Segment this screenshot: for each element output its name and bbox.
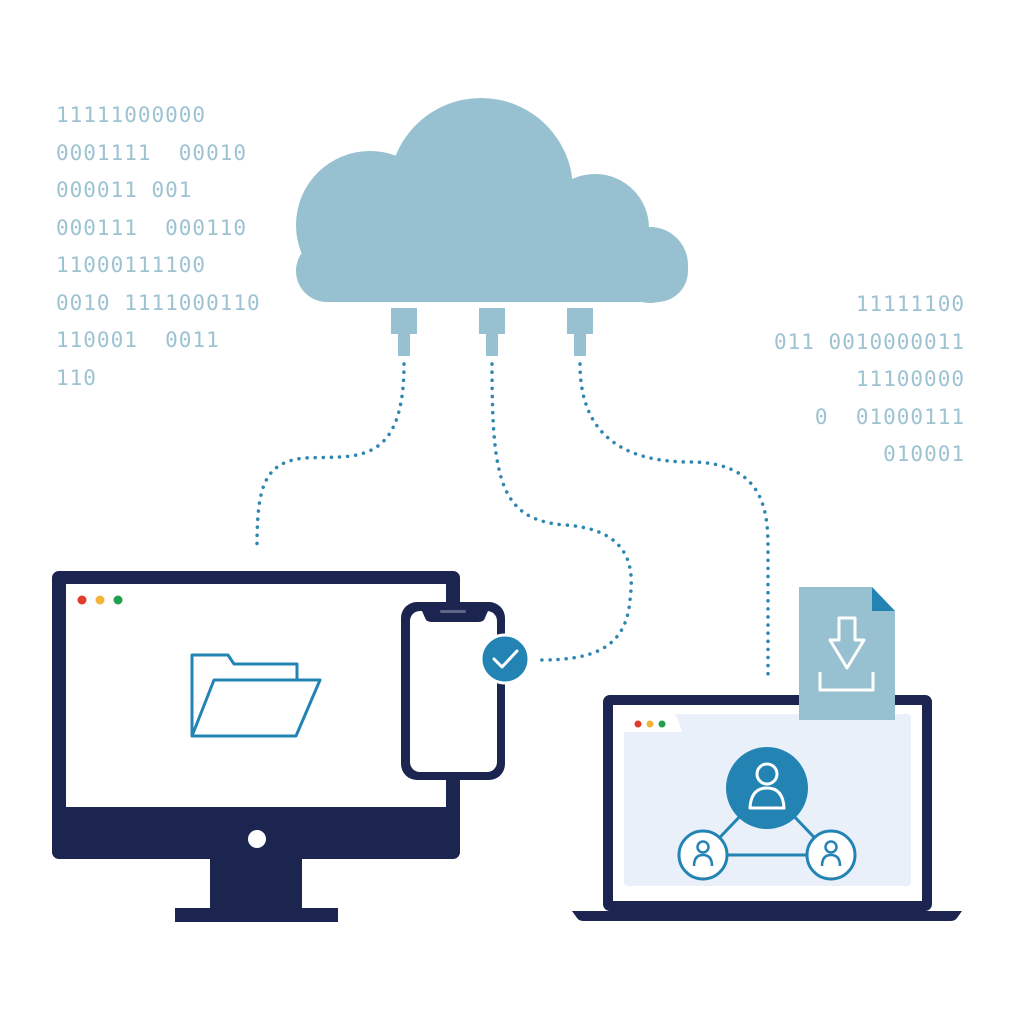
laptop-base: [572, 911, 962, 921]
binary-line: 0010 1111000110: [56, 290, 261, 315]
monitor-base: [175, 908, 338, 922]
binary-line: 11100000: [855, 367, 965, 391]
window-maximize-dot: [658, 720, 666, 728]
window-minimize-dot: [646, 720, 654, 728]
window-close-dot: [634, 720, 642, 728]
window-maximize-dot: [113, 595, 123, 605]
binary-line: 110: [56, 365, 97, 390]
smartphone: [401, 602, 505, 780]
binary-code-left: 11111000000 0001111 00010 000011 001 000111…: [56, 97, 261, 397]
binary-line: 11000111100: [56, 253, 207, 277]
phone-notch: [422, 611, 488, 622]
connection-line-phone: [490, 362, 633, 662]
download-document-icon: [799, 587, 895, 720]
binary-code-right: 11111100 011 0010000011 11100000 0 01000111…: [774, 286, 965, 474]
binary-line: 11111100: [855, 292, 965, 316]
connection-line-desktop: [255, 362, 406, 552]
connection-line-laptop: [578, 362, 770, 682]
monitor-neck: [210, 858, 302, 910]
binary-line: 011 0010000011: [773, 329, 965, 354]
binary-line: 010001: [883, 442, 965, 466]
binary-line: 000111 000110: [56, 215, 248, 240]
open-folder-icon: [190, 653, 322, 738]
window-close-dot: [77, 595, 87, 605]
desktop-monitor: [52, 571, 460, 922]
dotted-connection-lines: [255, 362, 770, 682]
cloud-icon: [296, 98, 688, 303]
power-button-icon: [248, 830, 266, 848]
binary-line: 0 01000111: [814, 404, 965, 429]
checkmark-icon: [479, 633, 531, 685]
window-minimize-dot: [95, 595, 105, 605]
binary-line: 0001111 00010: [56, 140, 248, 165]
binary-line: 110001 0011: [56, 328, 220, 352]
binary-line: 11111000000: [56, 103, 207, 127]
plug-connector-icon: [391, 308, 593, 356]
binary-line: 000011 001: [56, 178, 193, 202]
user-network-icon: [677, 747, 857, 881]
